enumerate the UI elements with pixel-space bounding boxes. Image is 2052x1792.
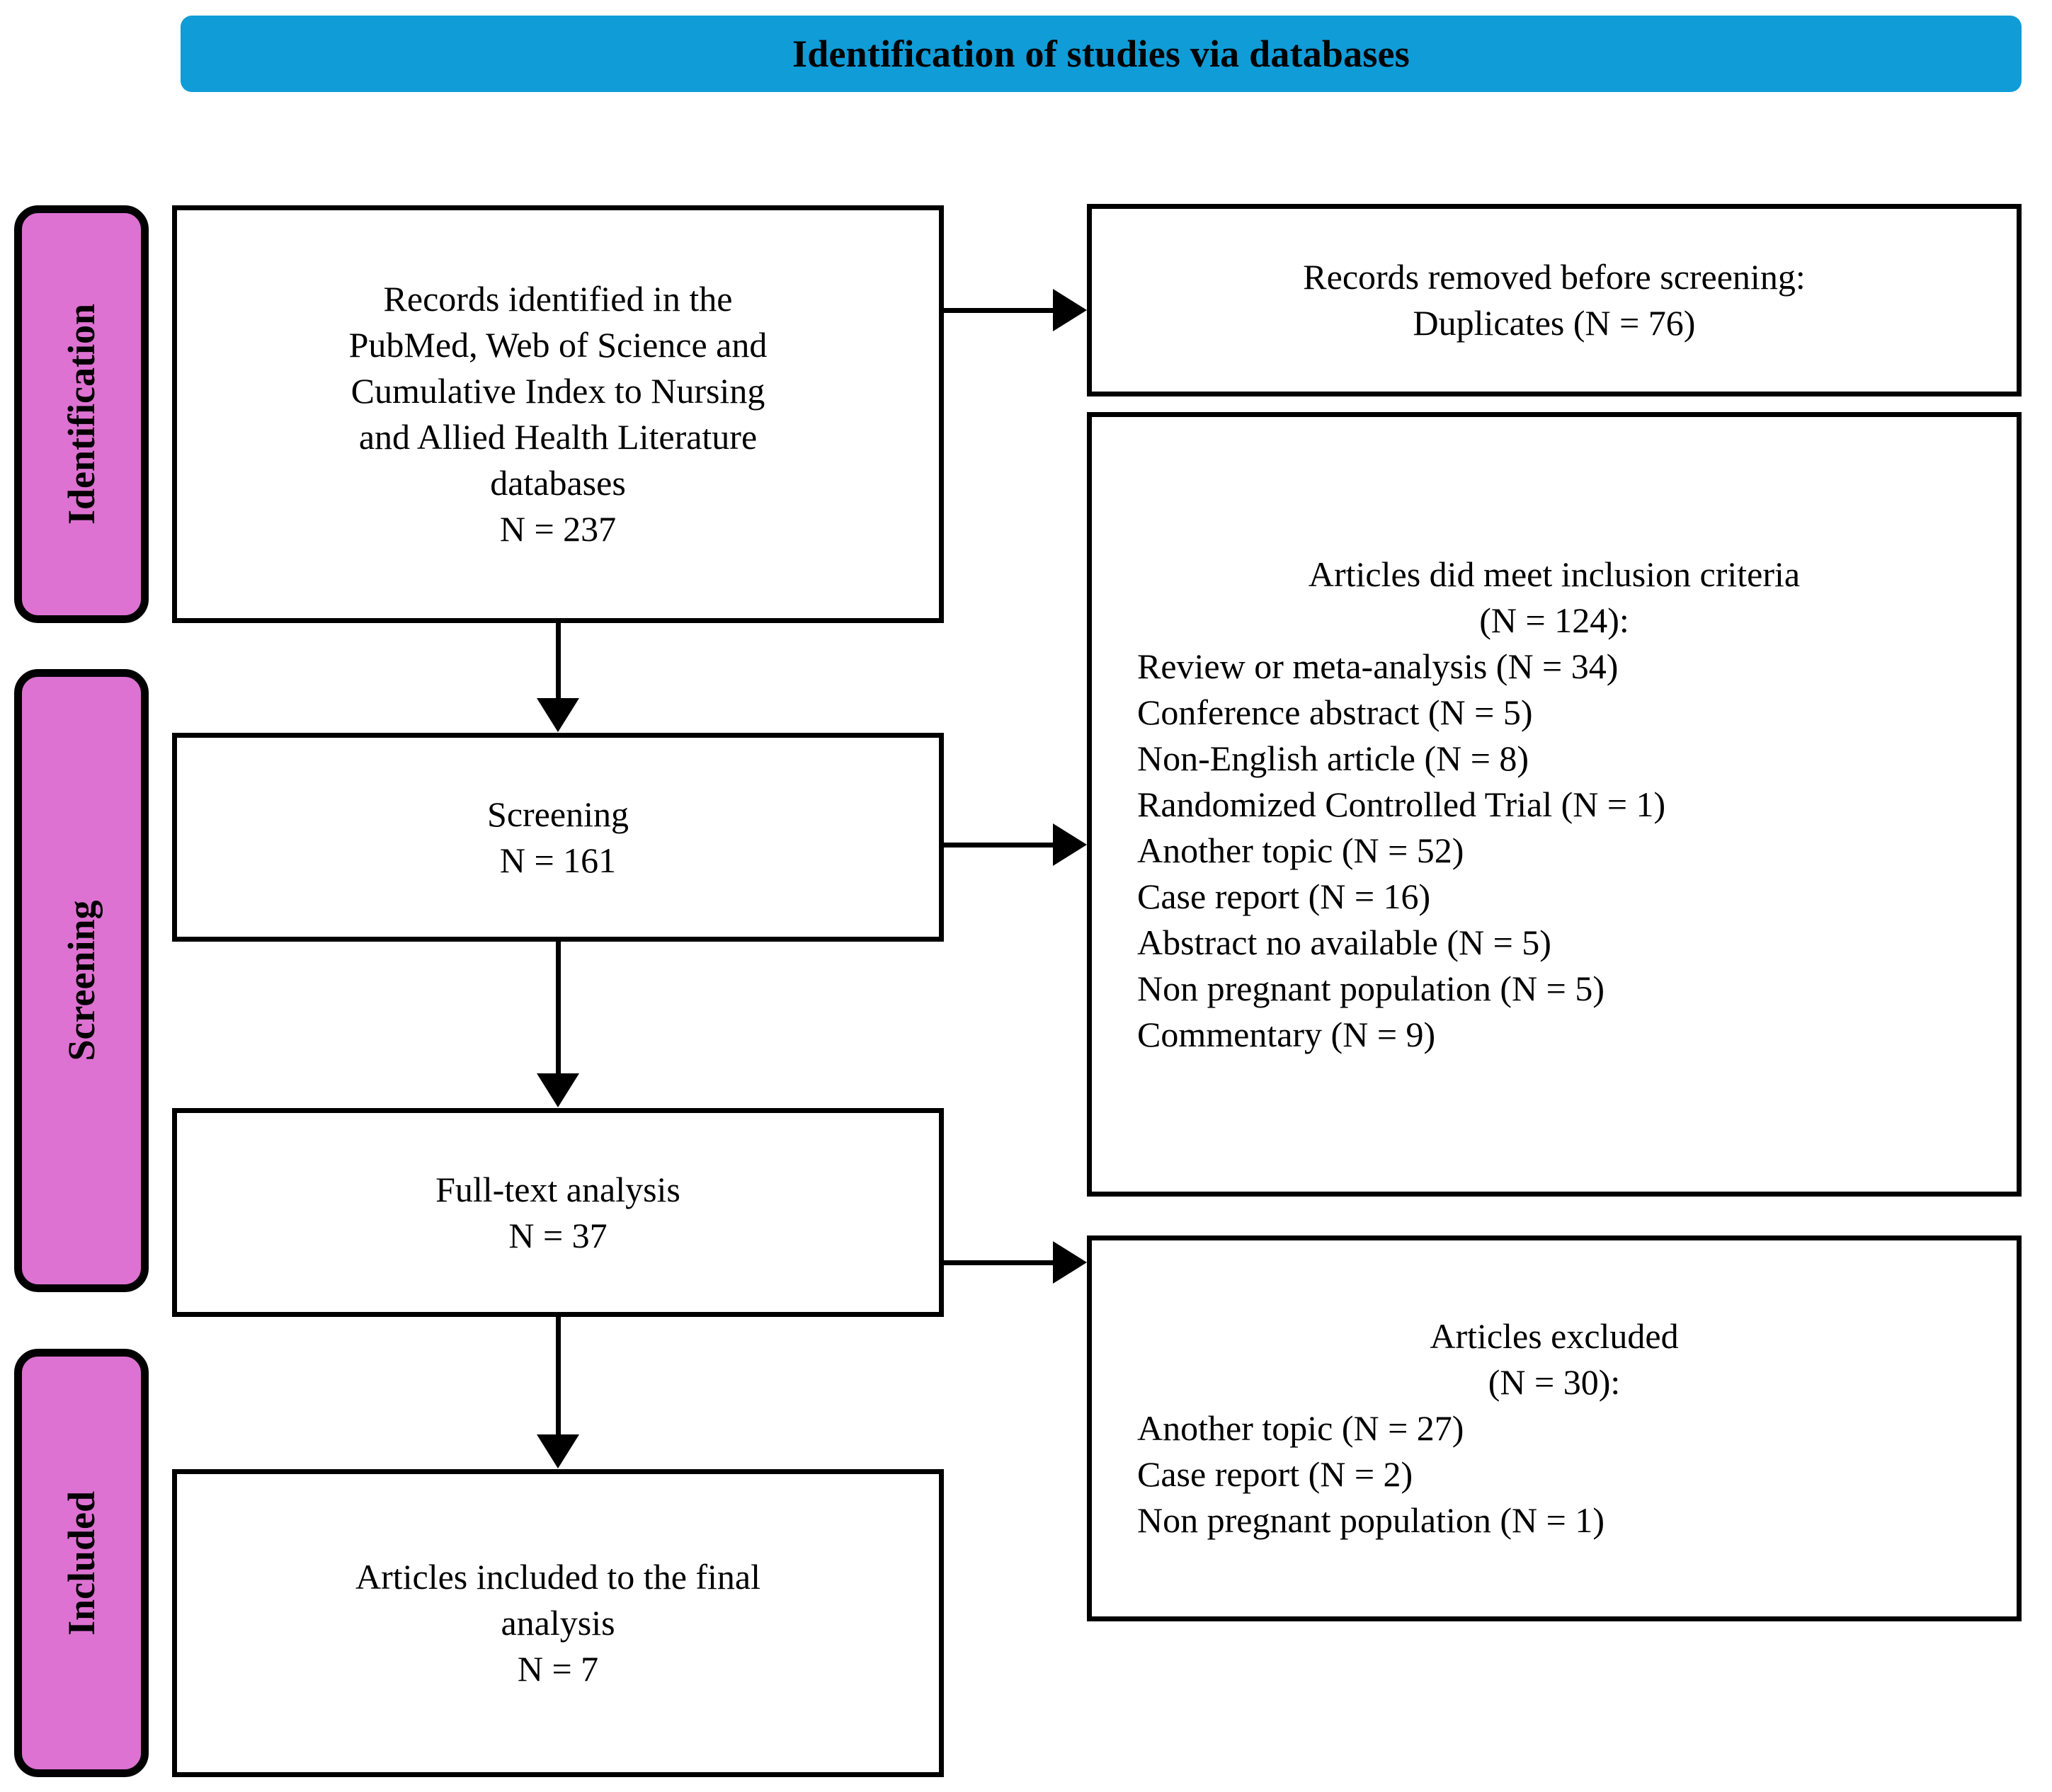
stage-label-screening: Screening <box>14 669 149 1292</box>
inclusion-criteria-item: Commentary (N = 9) <box>1137 1014 1436 1054</box>
inclusion-criteria-header-2: (N = 124): <box>1479 600 1629 640</box>
records-removed-line-1: Records removed before screening: <box>1303 257 1806 297</box>
box-articles-included: Articles included to the final analysis … <box>172 1469 944 1777</box>
screening-label: Screening <box>487 794 629 834</box>
diagram-header-banner: Identification of studies via databases <box>181 16 2022 92</box>
box-inclusion-criteria: Articles did meet inclusion criteria (N … <box>1087 412 2022 1197</box>
arrow-fulltext-to-included-head-icon <box>537 1434 579 1468</box>
articles-included-line-2: analysis <box>501 1603 615 1643</box>
arrow-identified-to-screening-head-icon <box>537 698 579 732</box>
arrow-screening-to-criteria-head-icon <box>1053 823 1087 866</box>
records-identified-line-2: PubMed, Web of Science and <box>348 325 768 365</box>
stage-label-screening-text: Screening <box>60 900 103 1061</box>
box-full-text-analysis: Full-text analysis N = 37 <box>172 1108 944 1317</box>
stage-label-identification-text: Identification <box>60 303 103 525</box>
inclusion-criteria-item: Non-English article (N = 8) <box>1137 738 1529 778</box>
records-identified-line-4: and Allied Health Literature <box>358 417 758 457</box>
inclusion-criteria-item: Case report (N = 16) <box>1137 876 1431 916</box>
banner-title: Identification of studies via databases <box>792 33 1410 75</box>
box-articles-excluded: Articles excluded (N = 30): Another topi… <box>1087 1235 2022 1621</box>
arrow-identified-to-removed-head-icon <box>1053 289 1087 331</box>
arrow-screening-to-fulltext-line <box>556 942 561 1075</box>
records-removed-count: Duplicates (N = 76) <box>1413 303 1696 343</box>
inclusion-criteria-item: Non pregnant population (N = 5) <box>1137 968 1605 1008</box>
articles-included-count: N = 7 <box>517 1649 599 1689</box>
articles-excluded-item: Another topic (N = 27) <box>1137 1408 1464 1448</box>
full-text-count: N = 37 <box>508 1215 608 1255</box>
records-identified-line-1: Records identified in the <box>383 279 733 319</box>
articles-included-line-1: Articles included to the final <box>355 1557 761 1597</box>
articles-excluded-header-2: (N = 30): <box>1488 1362 1621 1402</box>
arrow-fulltext-to-included-line <box>556 1317 561 1436</box>
arrow-screening-to-criteria-line <box>944 843 1053 848</box>
arrow-fulltext-to-excluded-line <box>944 1260 1053 1265</box>
records-identified-count: N = 237 <box>499 509 617 549</box>
articles-excluded-header-1: Articles excluded <box>1430 1316 1679 1356</box>
stage-label-identification: Identification <box>14 205 149 623</box>
inclusion-criteria-item: Abstract no available (N = 5) <box>1137 922 1551 962</box>
box-records-identified: Records identified in the PubMed, Web of… <box>172 205 944 623</box>
inclusion-criteria-item: Another topic (N = 52) <box>1137 830 1464 870</box>
arrow-fulltext-to-excluded-head-icon <box>1053 1241 1087 1284</box>
stage-label-included: Included <box>14 1349 149 1777</box>
records-identified-line-3: Cumulative Index to Nursing <box>350 371 765 411</box>
articles-excluded-item: Case report (N = 2) <box>1137 1454 1413 1494</box>
inclusion-criteria-item: Review or meta-analysis (N = 34) <box>1137 646 1619 686</box>
box-screening: Screening N = 161 <box>172 733 944 942</box>
arrow-screening-to-fulltext-head-icon <box>537 1073 579 1107</box>
arrow-identified-to-screening-line <box>556 623 561 700</box>
inclusion-criteria-item: Randomized Controlled Trial (N = 1) <box>1137 784 1666 824</box>
inclusion-criteria-item: Conference abstract (N = 5) <box>1137 692 1533 732</box>
inclusion-criteria-header-1: Articles did meet inclusion criteria <box>1308 554 1801 594</box>
box-records-removed: Records removed before screening: Duplic… <box>1087 204 2022 396</box>
records-identified-line-5: databases <box>490 463 626 503</box>
screening-count: N = 161 <box>499 840 617 880</box>
arrow-identified-to-removed-line <box>944 308 1053 313</box>
full-text-label: Full-text analysis <box>435 1169 680 1209</box>
stage-label-included-text: Included <box>60 1490 103 1636</box>
articles-excluded-item: Non pregnant population (N = 1) <box>1137 1500 1605 1540</box>
